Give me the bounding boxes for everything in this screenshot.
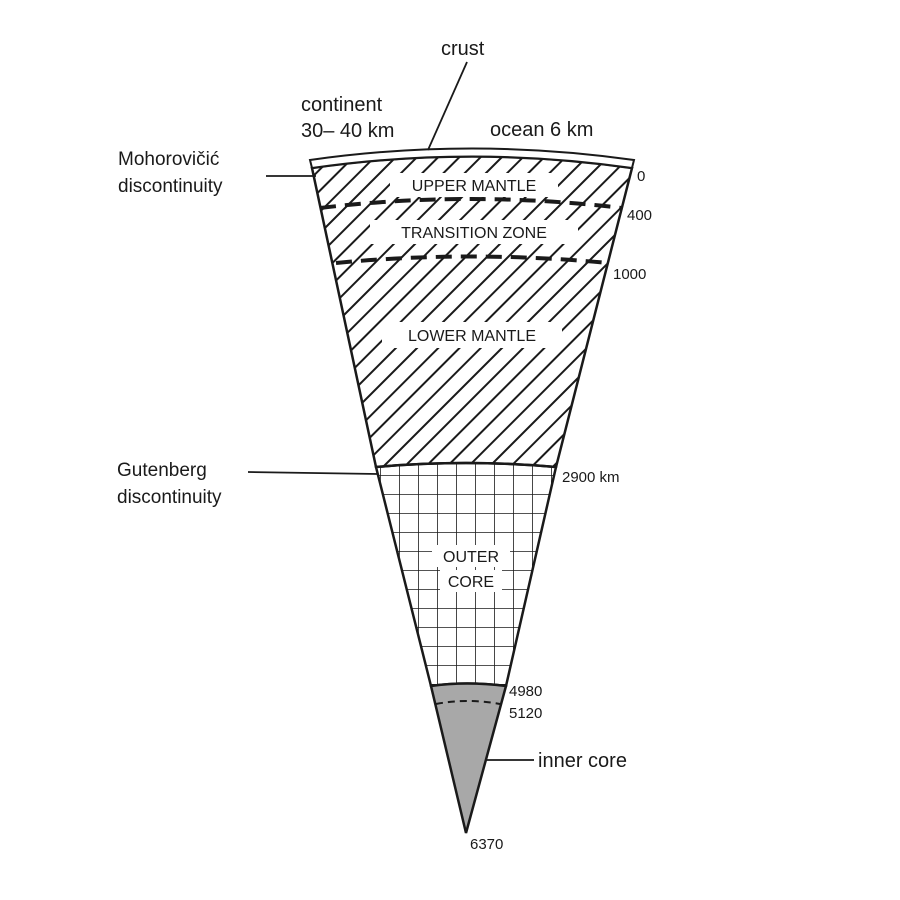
crust-label: crust (441, 38, 485, 60)
depth-4980-label: 4980 (509, 683, 542, 700)
transition-zone-label: TRANSITION ZONE (401, 225, 547, 242)
outer-core-label-line1: OUTER (443, 549, 499, 566)
depth-0-label: 0 (637, 168, 645, 185)
continent-label: continent (301, 94, 383, 116)
boundary-1000-dashed (335, 254, 609, 265)
depth-1000-label: 1000 (613, 266, 646, 283)
gutenberg-leader-line (247, 471, 379, 475)
outer-core-label-line2: CORE (448, 574, 494, 591)
gutenberg-label: Gutenberg (117, 460, 207, 481)
lower-mantle-label: LOWER MANTLE (408, 328, 536, 345)
depth-2900-label: 2900 km (562, 469, 620, 486)
crust-band (308, 147, 636, 170)
continent-thickness-label: 30– 40 km (301, 120, 394, 142)
ocean-thickness-label: ocean 6 km (490, 119, 593, 141)
depth-5120-label: 5120 (509, 705, 542, 722)
inner-core-section (429, 682, 508, 834)
boundary-5120-dashed (435, 700, 501, 705)
depth-6370-label: 6370 (470, 836, 503, 853)
mohorovicic-label: Mohorovičić (118, 149, 219, 170)
depth-400-label: 400 (627, 207, 652, 224)
upper-mantle-label: UPPER MANTLE (412, 178, 536, 195)
boundary-400-dashed (319, 197, 623, 210)
gutenberg-discontinuity-label: discontinuity (117, 487, 222, 508)
inner-core-label: inner core (538, 750, 627, 772)
crust-leader-line (427, 61, 468, 151)
mohorovicic-discontinuity-label: discontinuity (118, 176, 223, 197)
